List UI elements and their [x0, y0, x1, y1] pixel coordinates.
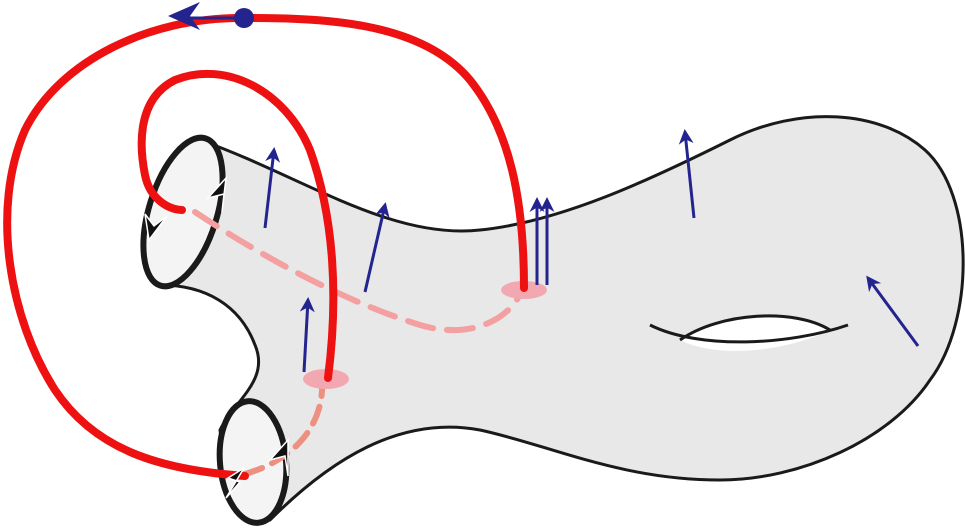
surface-diagram — [0, 0, 965, 528]
diagram-stage — [0, 0, 965, 528]
